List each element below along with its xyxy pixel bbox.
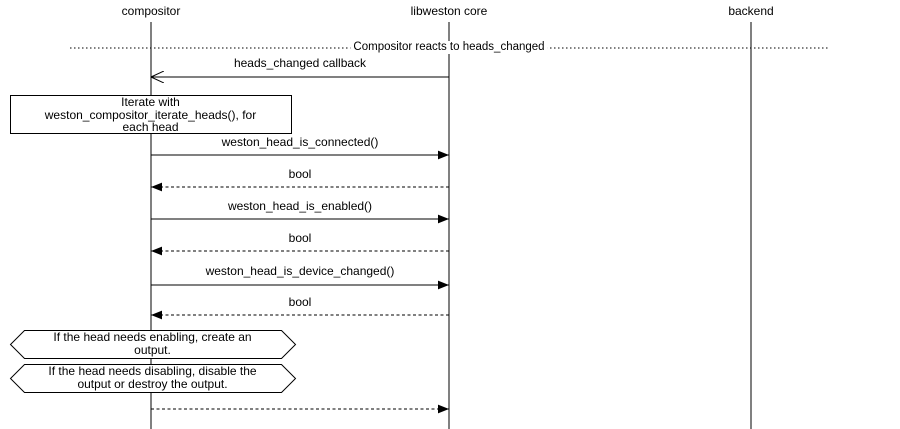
condition-text-disable-condition: If the head needs disabling, disable the… bbox=[48, 364, 257, 391]
note-text-iterate-note: Iterate with weston_compositor_iterate_h… bbox=[44, 95, 257, 134]
message-label-3: weston_head_is_enabled() bbox=[227, 199, 373, 213]
message-label-2: bool bbox=[288, 167, 312, 181]
condition-hexagon-disable-condition bbox=[9, 364, 297, 393]
message-label-0: heads_changed callback bbox=[233, 56, 367, 70]
conditions-layer bbox=[9, 330, 297, 393]
message-label-6: bool bbox=[288, 295, 312, 309]
note-box-iterate-note bbox=[10, 95, 292, 134]
divider-label: Compositor reacts to heads_changed bbox=[350, 41, 548, 54]
condition-text-enable-condition: If the head needs enabling, create an ou… bbox=[53, 330, 252, 357]
participant-label-compositor: compositor bbox=[121, 4, 181, 18]
lifelines-layer bbox=[150, 22, 752, 429]
condition-hexagon-enable-condition bbox=[9, 330, 297, 359]
message-label-5: weston_head_is_device_changed() bbox=[205, 264, 395, 278]
message-label-4: bool bbox=[288, 231, 312, 245]
message-label-1: weston_head_is_connected() bbox=[221, 135, 379, 149]
participant-label-libweston-core: libweston core bbox=[410, 4, 488, 18]
messages-layer bbox=[151, 77, 449, 414]
notes-layer bbox=[10, 95, 292, 134]
participant-label-backend: backend bbox=[728, 4, 774, 18]
